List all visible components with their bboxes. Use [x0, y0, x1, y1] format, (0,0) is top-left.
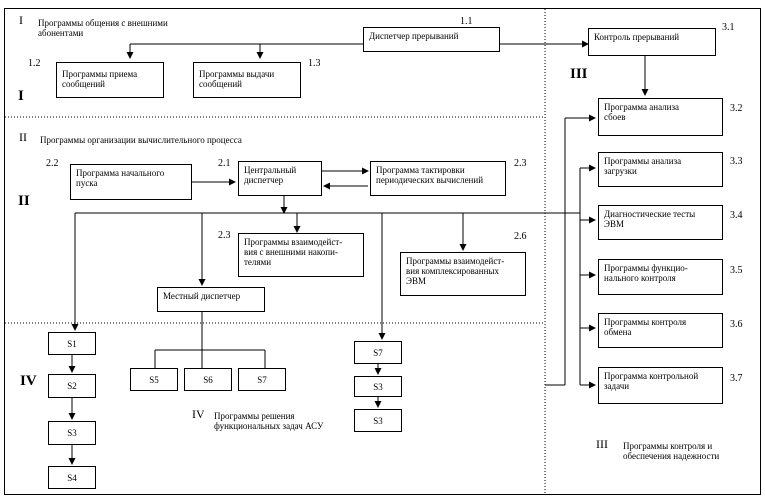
control-task-label: Программа контрольной задачи: [604, 371, 699, 391]
functional-control-label: Программы функцио- нального контроля: [604, 263, 688, 283]
num-1-1: 1.1: [460, 16, 473, 27]
interrupt-control-label: Контроль прерываний: [594, 32, 680, 42]
control-task-box: Программа контрольной задачи: [598, 367, 723, 404]
diagnostic-tests-label: Диагностические тесты ЭВМ: [604, 209, 696, 229]
interrupt-dispatcher-label: Диспетчер прерываний: [369, 31, 459, 41]
external-storage-label: Программы взаимодейст- вия с внешними на…: [244, 237, 343, 267]
local-dispatcher-label: Местный диспетчер: [163, 291, 241, 301]
s3-box-col3-b: S3: [354, 409, 402, 432]
sec3-footer: Программы контроля и обеспечения надежно…: [623, 441, 720, 461]
num-2-3b: 2.3: [218, 230, 231, 241]
num-3-5: 3.5: [730, 265, 743, 276]
load-analysis-label: Программы анализа загрузки: [604, 156, 682, 176]
s4-box-col1: S4: [48, 466, 96, 489]
receive-programs-box: Программы приема сообщений: [56, 62, 164, 98]
num-3-7: 3.7: [730, 373, 743, 384]
s7-box-col3: S7: [354, 341, 402, 364]
num-1-2: 1.2: [28, 58, 41, 69]
num-1-3: 1.3: [308, 58, 321, 69]
sec4-footer-roman: IV: [192, 407, 205, 421]
diagnostic-tests-box: Диагностические тесты ЭВМ: [598, 205, 723, 240]
failure-analysis-label: Программа анализа сбоев: [604, 102, 680, 122]
sec2-title: Программы организации вычислительного пр…: [40, 135, 242, 145]
s5-label: S5: [149, 374, 159, 385]
receive-programs-label: Программы приема сообщений: [62, 69, 138, 89]
sec4-footer: Программы решения функциональных задач А…: [214, 411, 324, 431]
failure-analysis-box: Программа анализа сбоев: [598, 98, 723, 136]
num-3-3: 3.3: [730, 156, 743, 167]
s2-label: S2: [67, 381, 77, 391]
sec3-roman-side: III: [570, 66, 588, 82]
s3-box-col1: S3: [48, 421, 96, 445]
local-dispatcher-box: Местный диспетчер: [157, 287, 265, 312]
initial-start-label: Программа начального пуска: [76, 168, 165, 188]
send-programs-label: Программы выдачи сообщений: [199, 69, 275, 89]
num-3-4: 3.4: [730, 210, 743, 221]
sec3-footer-roman: III: [596, 437, 608, 451]
interrupt-dispatcher-box: Диспетчер прерываний: [363, 27, 500, 52]
central-dispatcher-label: Центральный диспетчер: [244, 165, 297, 185]
s1-box-col1: S1: [48, 332, 96, 355]
complex-computers-label: Программы взаимодейст- вия комплексирова…: [406, 256, 505, 286]
send-programs-box: Программы выдачи сообщений: [193, 62, 301, 98]
clock-program-box: Программа тактировки периодических вычис…: [370, 161, 506, 196]
s2-box-col1: S2: [48, 374, 96, 398]
num-3-2: 3.2: [730, 103, 743, 114]
external-storage-box: Программы взаимодейст- вия с внешними на…: [238, 233, 364, 277]
s7-col3-label: S7: [373, 347, 383, 358]
s3-col3b-label: S3: [373, 415, 383, 426]
num-2-1: 2.1: [218, 158, 231, 169]
num-3-1: 3.1: [722, 22, 735, 33]
exchange-control-box: Программы контроля обмена: [598, 313, 723, 348]
s6-box: S6: [184, 368, 232, 391]
s6-label: S6: [203, 374, 213, 385]
s1-label: S1: [67, 338, 77, 349]
s3-label: S3: [67, 428, 77, 438]
num-3-6: 3.6: [730, 319, 743, 330]
sec1-roman-top: I: [19, 13, 23, 27]
s7-local-label: S7: [257, 374, 267, 385]
sec2-roman-top: II: [19, 130, 27, 144]
complex-computers-box: Программы взаимодейст- вия комплексирова…: [400, 252, 526, 296]
clock-program-label: Программа тактировки периодических вычис…: [376, 165, 484, 185]
outer-frame: [4, 8, 761, 495]
interrupt-control-box: Контроль прерываний: [588, 28, 716, 56]
num-2-6: 2.6: [514, 231, 527, 242]
exchange-control-label: Программы контроля обмена: [604, 317, 687, 337]
s4-label: S4: [67, 472, 77, 483]
num-2-3a: 2.3: [514, 158, 527, 169]
s3-col3a-label: S3: [373, 381, 383, 392]
sec2-roman-side: II: [18, 193, 30, 209]
s5-box: S5: [130, 368, 178, 391]
central-dispatcher-box: Центральный диспетчер: [238, 161, 322, 196]
s7-box-local: S7: [238, 368, 286, 391]
sec4-roman-side: IV: [20, 373, 37, 389]
functional-control-box: Программы функцио- нального контроля: [598, 259, 723, 295]
initial-start-box: Программа начального пуска: [70, 164, 192, 200]
sec1-roman-side: I: [18, 88, 24, 104]
num-2-2: 2.2: [46, 158, 59, 169]
load-analysis-box: Программы анализа загрузки: [598, 152, 723, 187]
s3-box-col3-a: S3: [354, 376, 402, 397]
sec1-title: Программы общения с внешними абонентами: [38, 18, 168, 38]
